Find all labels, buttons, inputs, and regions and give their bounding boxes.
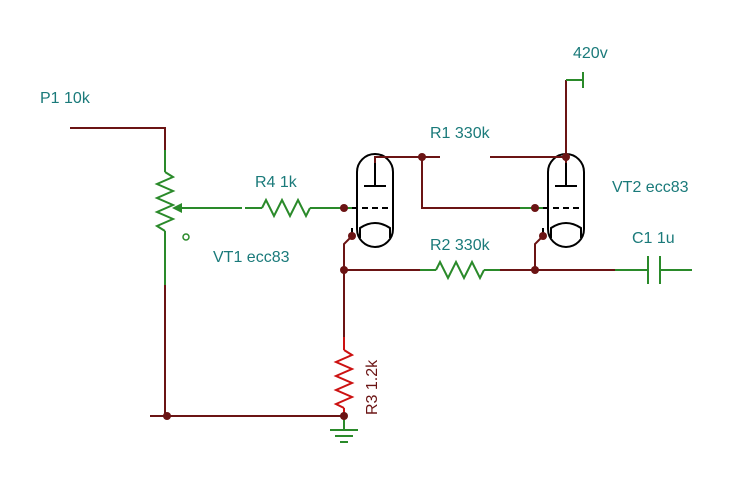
label-supply: 420v	[573, 45, 608, 62]
tube-vt1	[335, 153, 394, 248]
resistor-r4	[245, 197, 335, 219]
label-r1: R1 330k	[430, 125, 491, 142]
junction-dots	[163, 153, 570, 420]
label-vt1: VT1 ecc83	[213, 249, 290, 266]
resistor-r3	[333, 337, 355, 416]
label-r2: R2 330k	[430, 237, 491, 254]
label-c1: C1 1u	[632, 230, 675, 247]
tube-vt2	[520, 153, 585, 248]
label-vt2: VT2 ecc83	[612, 179, 689, 196]
label-r3: R3 1.2k	[364, 359, 381, 415]
label-p1: P1 10k	[40, 90, 91, 107]
potentiometer-p1	[70, 127, 242, 416]
wiring	[150, 72, 692, 417]
label-r4: R4 1k	[255, 174, 298, 191]
